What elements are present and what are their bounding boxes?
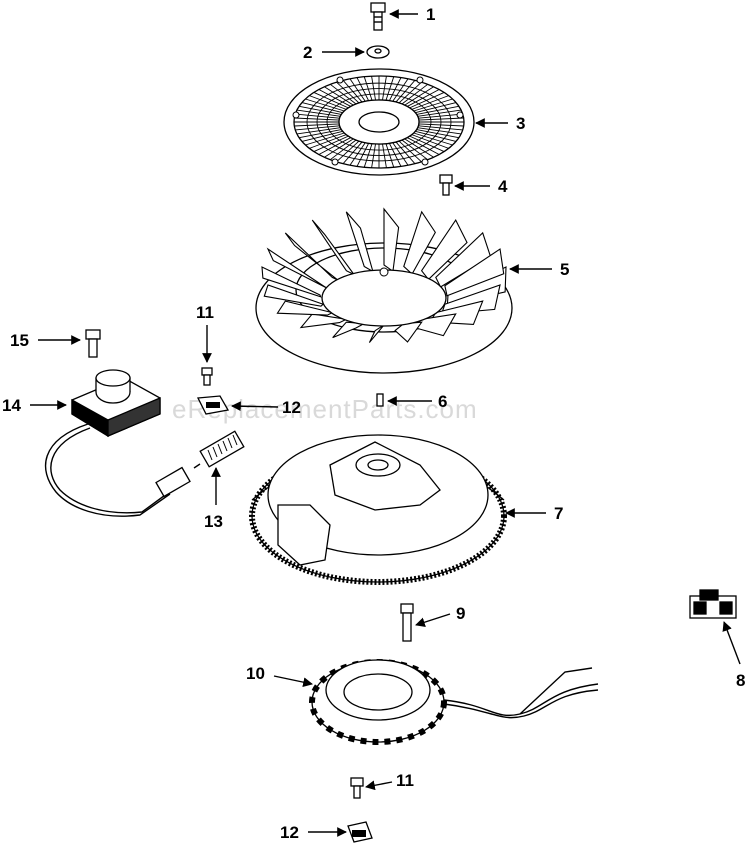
part-12-clip-lower <box>347 821 373 843</box>
leader-9 <box>415 613 451 627</box>
part-13-spark-plug <box>193 430 245 469</box>
part-7-flywheel <box>249 434 507 585</box>
leader-8 <box>722 621 741 665</box>
callout-labels: 1 2 3 4 5 6 7 8 9 10 11 12 13 14 15 11 1… <box>2 5 745 842</box>
callout-10: 10 <box>246 664 265 683</box>
callout-6: 6 <box>438 392 447 411</box>
part-8-connector <box>689 589 737 619</box>
part-11-screw-upper <box>201 367 213 386</box>
callout-7: 7 <box>554 504 563 523</box>
callout-3: 3 <box>516 114 525 133</box>
part-11-screw-lower <box>350 777 364 799</box>
callout-14: 14 <box>2 396 21 415</box>
callout-12-lower: 12 <box>280 823 299 842</box>
callout-13: 13 <box>204 512 223 531</box>
leader-10 <box>273 675 313 687</box>
callout-11-lower: 11 <box>396 771 414 790</box>
callout-8: 8 <box>736 671 745 690</box>
part-1-bolt <box>370 2 386 31</box>
part-3-grass-screen <box>283 68 475 176</box>
leader-12-upper <box>231 401 279 412</box>
part-4-screw <box>439 174 453 196</box>
part-5-fan <box>255 207 513 374</box>
callout-2: 2 <box>303 43 312 62</box>
leader-lines <box>30 9 741 837</box>
leader-11-lower <box>365 780 393 791</box>
callout-12-upper: 12 <box>282 398 301 417</box>
part-12-clip-upper <box>196 395 230 415</box>
part-2-washer <box>366 45 390 59</box>
callout-5: 5 <box>560 260 569 279</box>
callout-9: 9 <box>456 604 465 623</box>
part-9-bolt <box>400 603 414 642</box>
part-6-key <box>376 393 384 407</box>
callout-11-upper: 11 <box>196 303 214 322</box>
part-10-stator <box>309 659 599 745</box>
callout-4: 4 <box>498 177 508 196</box>
callout-15: 15 <box>10 331 29 350</box>
part-15-bolt <box>85 329 101 358</box>
part-14-ignition-module <box>44 369 191 517</box>
callout-1: 1 <box>426 5 435 24</box>
